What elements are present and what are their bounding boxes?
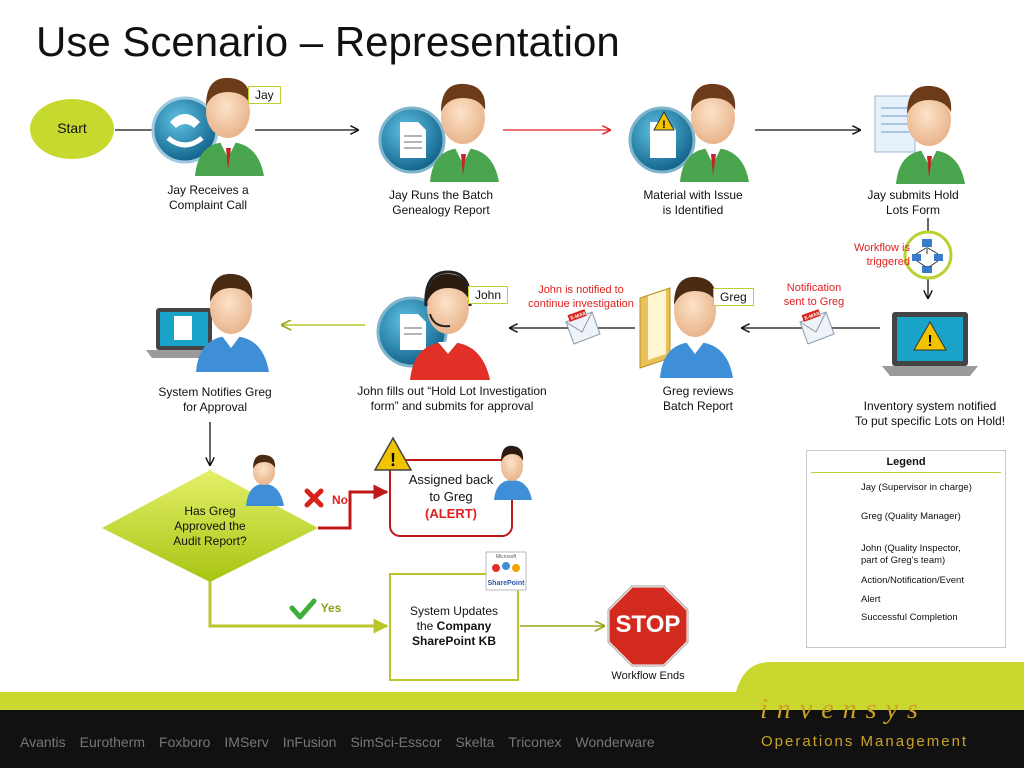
warning-icon: ! [373, 436, 413, 471]
decision-diamond [102, 470, 318, 582]
john-avatar-headset [410, 270, 490, 380]
laptop-warning-icon: ! [882, 312, 978, 376]
document-icon [378, 106, 446, 174]
sharepoint-icon [485, 551, 527, 591]
jay-tag: Jay [248, 86, 281, 104]
system-updates-text: System Updates the Company SharePoint KB [409, 604, 499, 648]
start-node [30, 99, 114, 159]
greg-avatar-alert [494, 445, 532, 500]
yes-branch-arrow [208, 580, 389, 634]
jay-avatar-1 [195, 77, 264, 176]
svg-text:!: ! [390, 450, 396, 470]
brand-item: Wonderware [575, 734, 655, 750]
jay-avatar-2 [430, 83, 499, 182]
legend-item-jay: Jay (Supervisor in charge) [861, 482, 972, 493]
brand-item: InFusion [282, 734, 337, 750]
no-branch-arrow [318, 484, 389, 530]
no-x-icon [304, 488, 324, 508]
email-icon-greg [799, 309, 835, 345]
legend-item-greg: Greg (Quality Manager) [861, 511, 961, 522]
operations-management-tagline: Operations Management [761, 733, 969, 750]
stop-sign-icon [606, 584, 690, 668]
svg-text:!: ! [927, 333, 932, 350]
email-icon-john [565, 309, 601, 345]
legend-heading: Legend [886, 456, 926, 468]
sharepoint-vendor-label: Microsoft [495, 554, 517, 560]
legend-item-alert: Alert [861, 594, 881, 605]
no-label: No [332, 493, 348, 507]
laptop-document-icon [146, 308, 222, 358]
invensys-logo: invensys [760, 694, 927, 725]
brand-item: Skelta [455, 734, 495, 750]
start-label: Start [57, 120, 87, 136]
brand-list: Avantis Eurotherm Foxboro IMServ InFusion Sim… [20, 734, 669, 750]
update-box [389, 573, 519, 681]
jay-avatar-4 [896, 85, 965, 184]
brand-item: Foxboro [159, 734, 211, 750]
phone-icon [151, 96, 219, 164]
legend-item-john: John (Quality Inspector, [861, 543, 961, 554]
page-title: Use Scenario – Representation [36, 18, 620, 65]
svg-text:!: ! [662, 119, 666, 131]
footer-bar [0, 710, 1024, 768]
brand-item: SimSci-Esscor [350, 734, 442, 750]
workflow-icon [903, 230, 953, 280]
yes-check-icon [289, 598, 317, 620]
folder-icon [639, 287, 671, 369]
greg-avatar-reviews [660, 276, 733, 378]
stop-text: STOP [615, 611, 681, 638]
legend-item-success: Successful Completion [861, 612, 958, 623]
greg-tag: Greg [713, 288, 754, 306]
legend-box: Legend Jay (Supervisor in charge) Greg (… [806, 450, 1006, 648]
yes-label: Yes [320, 601, 342, 615]
warning-document-icon: ! [628, 106, 696, 174]
john-tag: John [468, 286, 509, 304]
legend-divider [811, 472, 1001, 473]
brand-item: IMServ [224, 734, 269, 750]
brand-item: Eurotherm [79, 734, 146, 750]
greg-avatar-system [196, 273, 269, 372]
legend-item-action: Action/Notification/Event [861, 575, 964, 586]
greg-avatar-decision [246, 454, 284, 506]
workflow-ends-caption: Workflow Ends [611, 670, 685, 682]
jay-avatar-3 [680, 83, 749, 182]
brand-item: Avantis [20, 734, 66, 750]
sharepoint-label: SharePoint [487, 580, 525, 587]
brand-item: Triconex [508, 734, 562, 750]
footer-accent-band [0, 662, 1024, 710]
legend-item-john-team: part of Greg's team) [861, 555, 946, 566]
